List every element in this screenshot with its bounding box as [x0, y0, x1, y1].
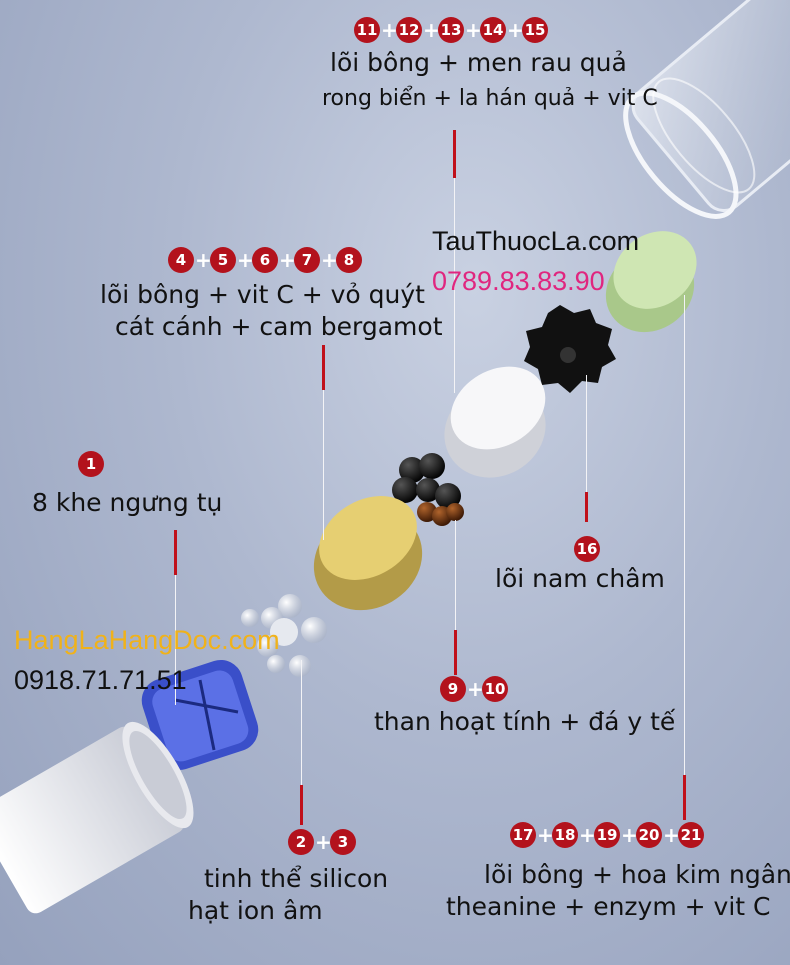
pointer-red-9 — [454, 630, 457, 675]
badges-4-8: 4+ 5+ 6+ 7+ 8 — [168, 247, 362, 273]
label-17-line2: theanine + enzym + vit C — [446, 892, 771, 921]
badge-12: 12 — [396, 17, 422, 43]
badges-16: 16 — [574, 536, 600, 562]
badge-9: 9 — [440, 676, 466, 702]
badge-17: 17 — [510, 822, 536, 848]
badge-2: 2 — [288, 829, 314, 855]
badge-14: 14 — [480, 17, 506, 43]
pointer-red-8 — [322, 345, 325, 390]
label-17-line1: lõi bông + hoa kim ngân — [484, 860, 790, 889]
badges-9-10: 9+ 10 — [440, 676, 508, 702]
label-11-line1: lõi bông + men rau quả — [330, 48, 627, 77]
badge-1: 1 — [78, 451, 104, 477]
magnet-core — [524, 305, 616, 393]
badge-15: 15 — [522, 17, 548, 43]
badge-21: 21 — [678, 822, 704, 848]
pointer-line-20 — [684, 295, 685, 775]
pointer-red-2 — [300, 785, 303, 825]
badge-4: 4 — [168, 247, 194, 273]
badge-3: 3 — [330, 829, 356, 855]
label-2-line1: tinh thể silicon — [204, 864, 389, 893]
watermark-site-2: HangLaHangDoc.com — [14, 625, 280, 655]
label-1: 8 khe ngưng tụ — [32, 488, 223, 517]
silicon-balls — [241, 594, 327, 677]
pointer-line-16 — [586, 375, 587, 492]
watermark-site-1: TauThuocLa.com — [432, 226, 640, 256]
label-9: than hoạt tính + đá y tế — [374, 707, 676, 736]
pointer-red-1 — [174, 530, 177, 575]
badge-8: 8 — [336, 247, 362, 273]
label-4-line2: cát cánh + cam bergamot — [115, 312, 443, 341]
pointer-line-15 — [454, 178, 455, 393]
badge-7: 7 — [294, 247, 320, 273]
label-2-line2: hạt ion âm — [188, 896, 323, 925]
badge-5: 5 — [210, 247, 236, 273]
glass-tube — [623, 0, 790, 219]
watermark-phone-1: 0789.83.83.90 — [432, 266, 605, 296]
badges-2-3: 2+ 3 — [288, 829, 356, 855]
badges-17-21: 17+ 18+ 19+ 20+ 21 — [510, 822, 704, 848]
badges-1: 1 — [78, 451, 104, 477]
label-11-line2: rong biển + la hán quả + vit C — [322, 86, 658, 111]
green-pad — [605, 231, 697, 333]
pointer-red-20 — [683, 775, 686, 820]
label-16: lõi nam châm — [495, 564, 665, 593]
pointer-line-2 — [301, 660, 302, 785]
blue-condenser — [141, 659, 259, 771]
pointer-line-1 — [175, 575, 176, 705]
badge-10: 10 — [482, 676, 508, 702]
badge-19: 19 — [594, 822, 620, 848]
badges-11-15: 11+ 12+ 13+ 14+ 15 — [354, 17, 548, 43]
watermark-phone-2: 0918.71.71.51 — [14, 665, 187, 695]
pointer-red-16 — [585, 492, 588, 522]
label-4-line1: lõi bông + vit C + vỏ quýt — [100, 280, 425, 309]
badge-16: 16 — [574, 536, 600, 562]
pointer-line-8 — [323, 390, 324, 540]
badge-6: 6 — [252, 247, 278, 273]
badge-11: 11 — [354, 17, 380, 43]
white-pad — [444, 366, 546, 478]
badge-18: 18 — [552, 822, 578, 848]
white-tube — [0, 721, 194, 914]
pointer-red-15 — [453, 130, 456, 178]
badge-13: 13 — [438, 17, 464, 43]
pointer-line-9 — [455, 520, 456, 630]
badge-20: 20 — [636, 822, 662, 848]
yellow-pad — [313, 496, 423, 611]
activated-carbon-balls — [392, 453, 464, 526]
